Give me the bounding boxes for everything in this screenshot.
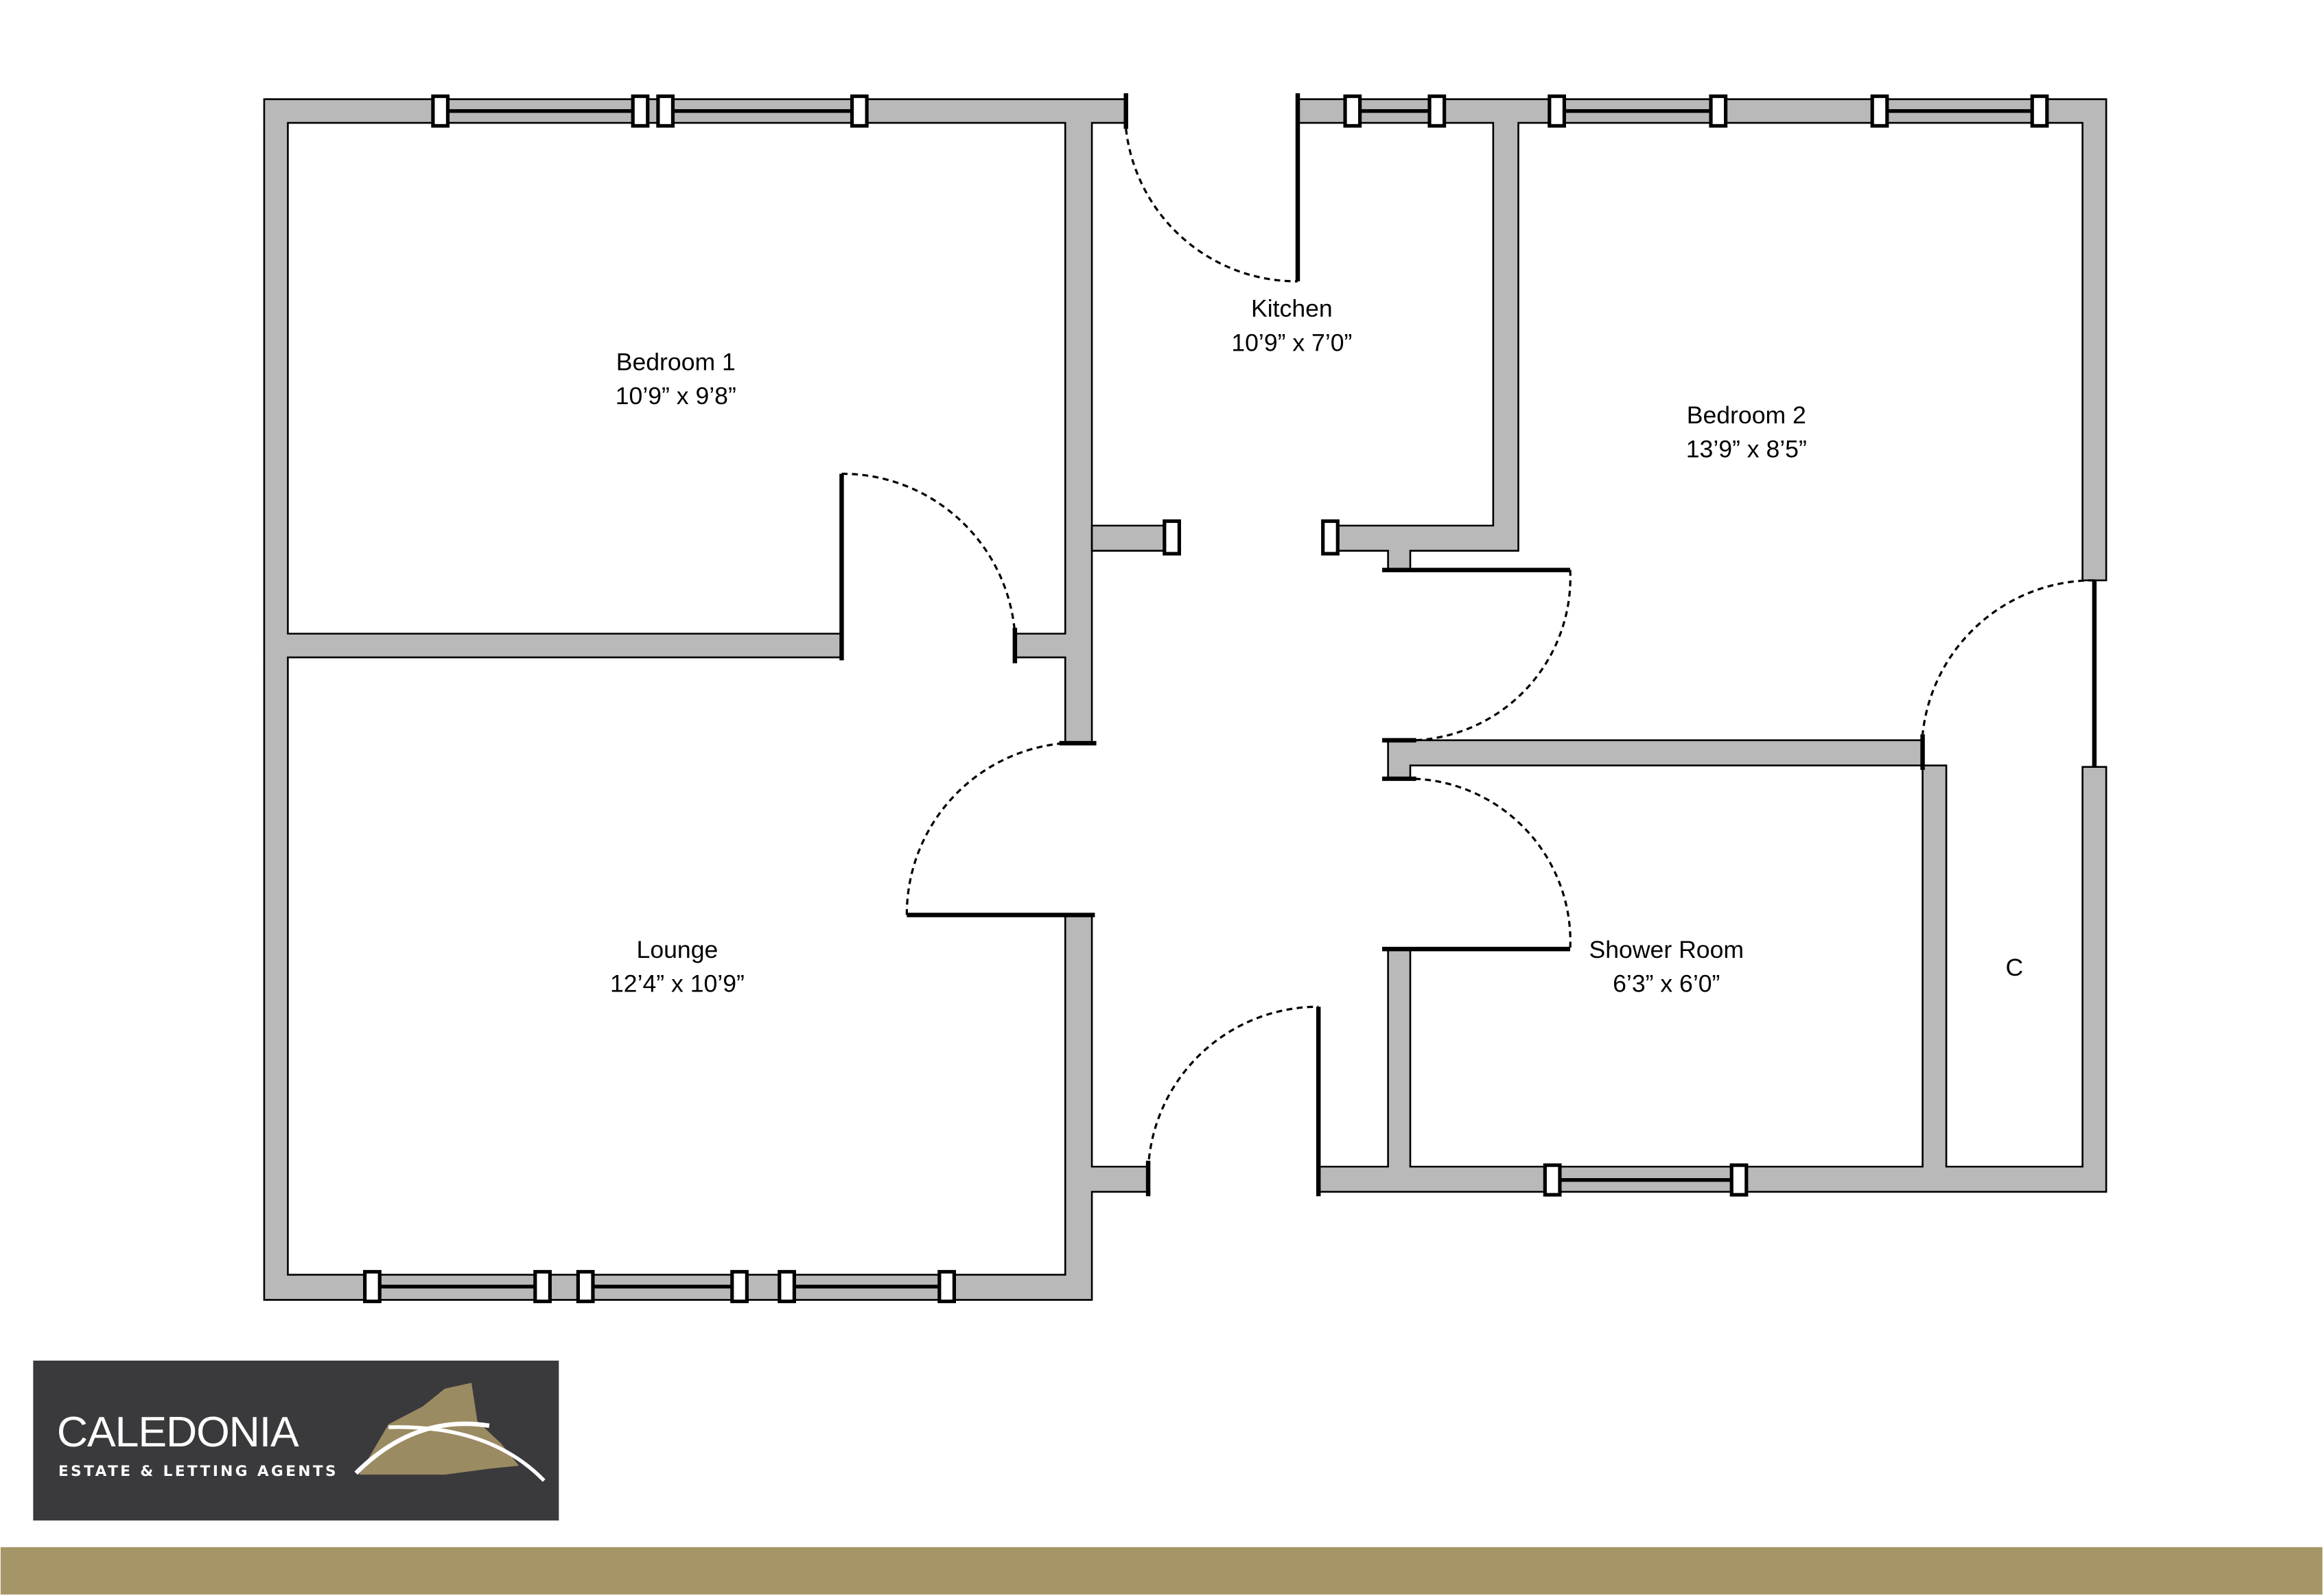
- walls: [263, 98, 2108, 1301]
- room-labels: Bedroom 1 10’9” x 9’8” Kitchen 10’9” x 7…: [610, 295, 2023, 998]
- company-logo: CALEDONIA ESTATE & LETTING AGENTS: [33, 1360, 559, 1521]
- footer-bar: [0, 1547, 2323, 1595]
- room-size-bedroom-2: 13’9” x 8’5”: [1686, 436, 1807, 463]
- room-name-bedroom-1: Bedroom 1: [616, 348, 736, 375]
- brand-name: CALEDONIA: [57, 1408, 299, 1456]
- room-name-shower-room: Shower Room: [1589, 936, 1744, 963]
- room-size-kitchen: 10’9” x 7’0”: [1231, 329, 1352, 356]
- doors: [839, 93, 2097, 1197]
- room-size-bedroom-1: 10’9” x 9’8”: [616, 382, 736, 410]
- logo-mountain-icon: [354, 1383, 546, 1482]
- brand-tagline: ESTATE & LETTING AGENTS: [58, 1463, 338, 1480]
- room-name-cupboard: C: [2005, 954, 2023, 981]
- room-size-shower-room: 6’3” x 6’0”: [1613, 970, 1720, 998]
- room-size-lounge: 12’4” x 10’9”: [610, 970, 745, 998]
- room-name-kitchen: Kitchen: [1251, 295, 1333, 322]
- windows: [363, 94, 2049, 1304]
- room-name-bedroom-2: Bedroom 2: [1687, 401, 1806, 429]
- room-name-lounge: Lounge: [637, 936, 719, 963]
